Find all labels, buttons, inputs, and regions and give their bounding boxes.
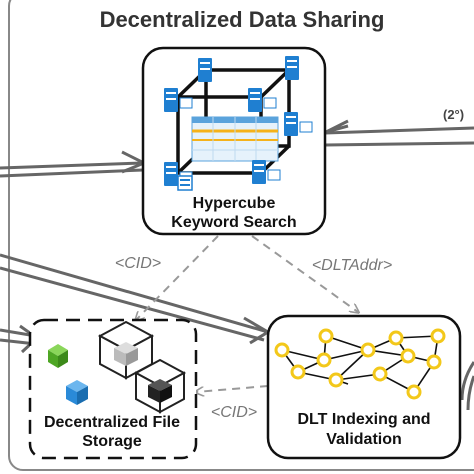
- server-icon: [177, 175, 193, 191]
- black-cube-icon: [133, 358, 187, 414]
- right-dlt-arrow: [460, 361, 474, 411]
- dashed-cid-arrow-bottom: [196, 385, 269, 392]
- server-icons: [164, 56, 313, 191]
- hypercube-label-line1: Hypercube: [193, 195, 276, 212]
- file-storage-label-line1: Decentralized File: [44, 414, 180, 431]
- hypercube-label-line2: Keyword Search: [171, 214, 296, 231]
- diagram-title: Decentralized Data Sharing: [100, 7, 385, 32]
- cid-label-bottom: <CID>: [211, 404, 257, 421]
- dashed-dltaddr-arrow: [251, 235, 358, 312]
- index-table-icon: [191, 116, 279, 162]
- file-storage-label-line2: Storage: [82, 433, 142, 450]
- left-incoming-arrow: [0, 150, 148, 178]
- dashed-cid-arrow-top: [136, 235, 219, 320]
- file-storage-box: [28, 318, 198, 460]
- dlt-label-line1: DLT Indexing and: [297, 411, 430, 428]
- gray-cube-icon: [97, 320, 155, 380]
- dltaddr-label: <DLTAddr>: [312, 257, 392, 274]
- outer-frame: [8, 0, 474, 471]
- green-cube-icon: [48, 344, 68, 368]
- right-incoming-arrow: [324, 119, 474, 147]
- cid-label-top: <CID>: [115, 255, 161, 272]
- server-icon: [252, 160, 281, 184]
- server-icon: [248, 88, 277, 112]
- blue-cube-icon: [66, 380, 88, 405]
- right-edge-label: (2°): [443, 107, 464, 122]
- server-icon: [164, 88, 193, 112]
- server-icon: [284, 112, 313, 136]
- dlt-graph-icon: [274, 328, 446, 400]
- dlt-label-line2: Validation: [326, 431, 402, 448]
- server-icon: [198, 58, 212, 82]
- server-icon: [285, 56, 299, 80]
